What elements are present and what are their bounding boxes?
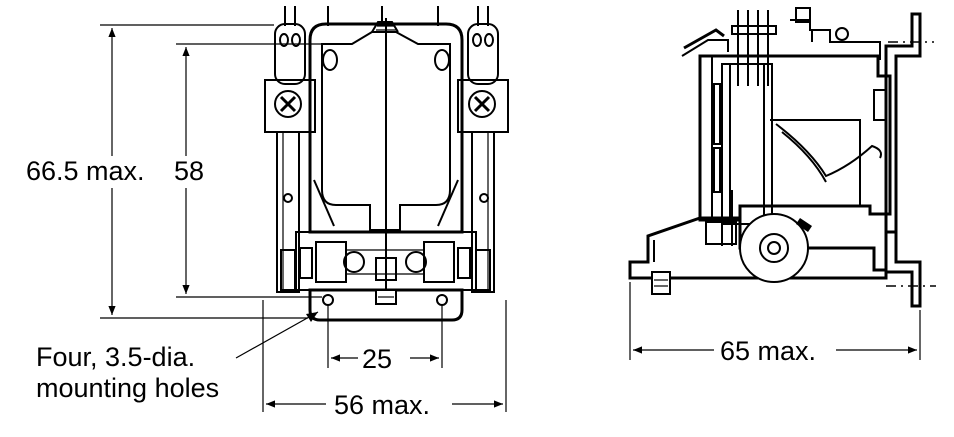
mounting-hole-left bbox=[322, 294, 334, 306]
side-view: 65 max. bbox=[628, 7, 936, 366]
side-contact-springs bbox=[681, 7, 881, 86]
hole-note-leader: Four, 3.5-dia. mounting holes bbox=[36, 311, 319, 403]
side-coil-body bbox=[698, 54, 892, 225]
overall-depth-label: 65 max. bbox=[720, 336, 816, 366]
hole-note-line1: Four, 3.5-dia. bbox=[36, 342, 195, 372]
overall-height-label: 66.5 max. bbox=[26, 156, 145, 186]
front-terminal-tips bbox=[284, 6, 489, 26]
dim-mounting-width: 25 bbox=[327, 304, 443, 374]
side-round-terminal bbox=[739, 213, 812, 283]
dim-overall-width: 56 max. bbox=[262, 300, 507, 420]
mounting-width-label: 25 bbox=[362, 344, 392, 374]
front-yoke bbox=[308, 18, 464, 300]
mounting-height-label: 58 bbox=[174, 156, 204, 186]
front-left-terminal bbox=[264, 23, 316, 293]
side-mounting-bracket bbox=[884, 12, 922, 308]
hole-note-line2: mounting holes bbox=[36, 373, 219, 403]
dim-overall-depth: 65 max. bbox=[629, 282, 921, 366]
overall-width-label: 56 max. bbox=[334, 390, 430, 420]
coil-terminal-disc bbox=[739, 213, 809, 283]
dim-overall-height: 66.5 max. bbox=[26, 24, 308, 319]
front-mounting-base bbox=[308, 288, 464, 322]
front-view: 66.5 max. 58 Four, 3.5-dia. mounting hol… bbox=[26, 6, 509, 420]
front-right-terminal bbox=[457, 23, 509, 293]
dim-mounting-height: 58 bbox=[174, 43, 322, 298]
mounting-hole-right bbox=[436, 294, 448, 306]
